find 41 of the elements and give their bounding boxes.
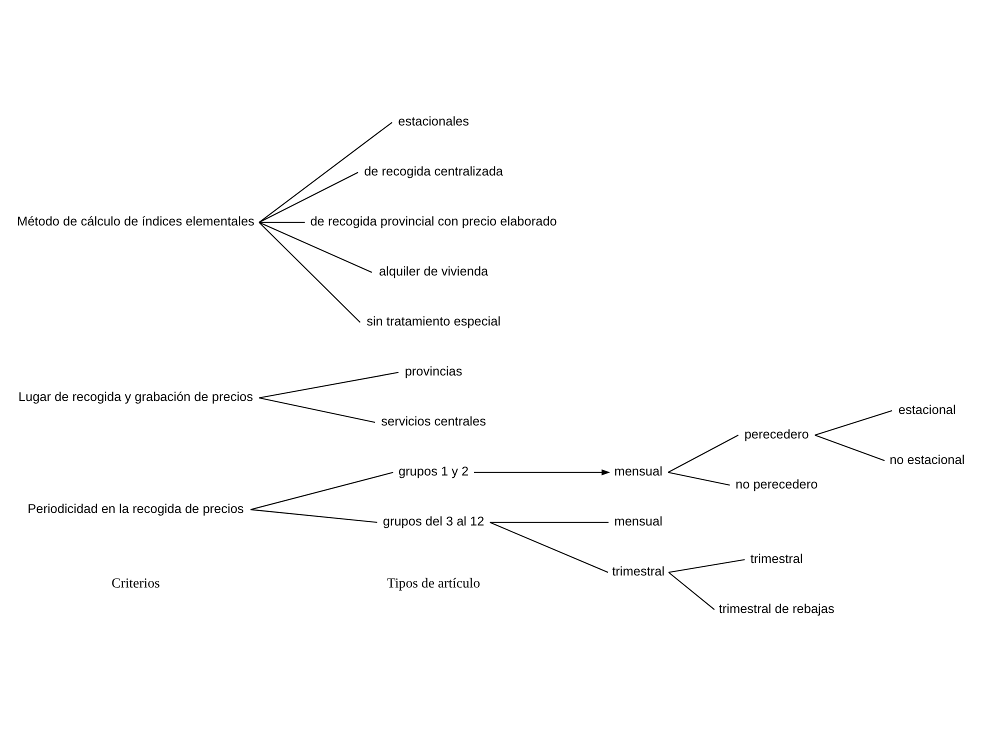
connector	[258, 221, 372, 272]
node-text: grupos del 3 al 12	[382, 513, 484, 528]
node-text: trimestral	[750, 550, 803, 566]
node-text: estacionales	[398, 113, 470, 128]
label: Tipos de artículo	[387, 575, 480, 590]
connector	[490, 521, 609, 522]
node-text: servicios centrales	[381, 413, 486, 428]
connector	[490, 521, 608, 572]
connector	[259, 396, 376, 422]
node-text: trimestral	[612, 563, 665, 578]
arrow	[474, 468, 610, 475]
node-text: no perecedero	[736, 476, 818, 491]
connector	[668, 558, 745, 572]
node-text: mensual	[614, 463, 662, 478]
connector	[259, 371, 399, 398]
connector	[259, 221, 305, 222]
node-text: estacional	[898, 401, 956, 416]
node-text: alquiler de vivienda	[378, 263, 488, 278]
node-text: grupos 1 y 2	[398, 463, 469, 478]
label: Criterios	[112, 575, 160, 590]
node-text: de recogida centralizada	[364, 163, 504, 178]
connector	[814, 410, 892, 436]
node-text: Método de cálculo de índices elementales	[16, 213, 254, 228]
node-text: Lugar de recogida y grabación de precios	[18, 388, 254, 404]
connector	[668, 571, 715, 610]
node-text: mensual	[614, 513, 662, 528]
node-text: provincias	[404, 363, 462, 378]
connector	[258, 121, 392, 222]
node-text: sin tratamiento especial	[366, 313, 501, 328]
node-text: no estacional	[890, 451, 965, 466]
connector	[814, 434, 885, 461]
node-text: trimestral de rebajas	[718, 600, 834, 616]
connector	[668, 434, 739, 472]
connector	[668, 471, 730, 486]
connector	[250, 508, 378, 522]
node-text: Periodicidad en la recogida de precios	[28, 500, 244, 516]
connector	[258, 171, 358, 222]
node-text: de recogida provincial con precio elaborado	[310, 213, 557, 228]
node-text: perecedero	[744, 426, 809, 441]
connector	[250, 471, 394, 510]
connector	[258, 222, 361, 322]
